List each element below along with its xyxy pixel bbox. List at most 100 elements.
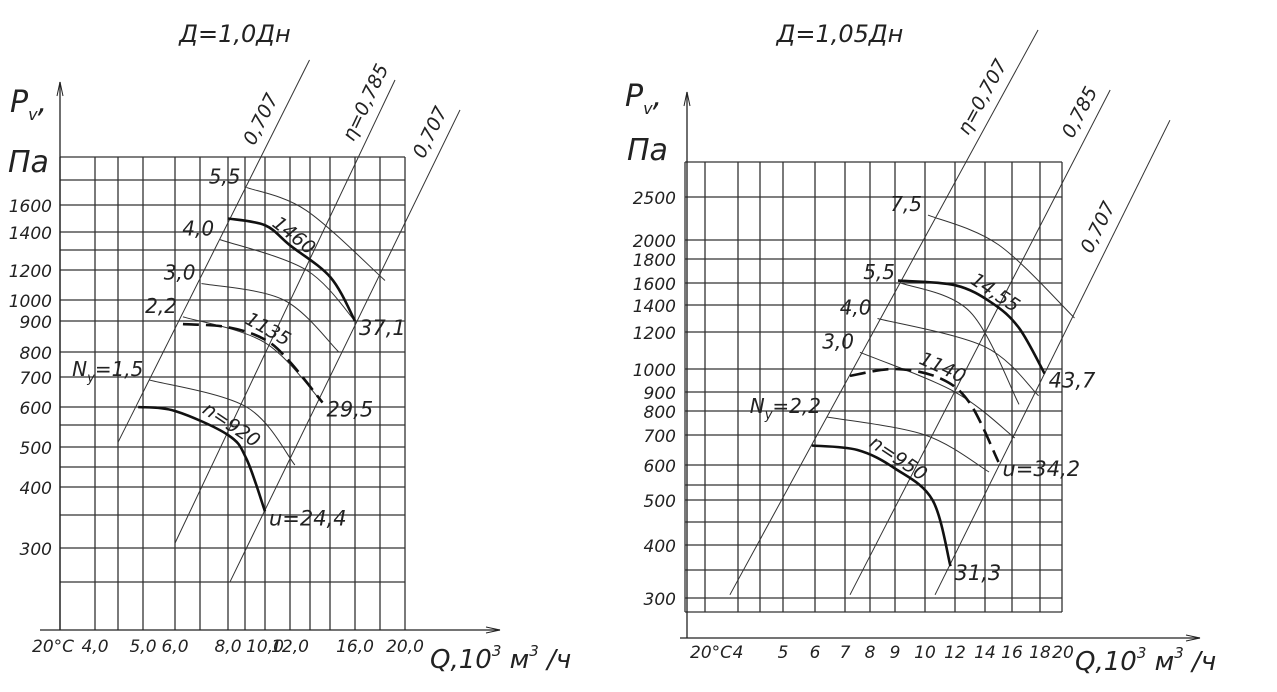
efficiency-line [849, 89, 1111, 596]
power-label: 3,0 [822, 329, 854, 353]
x-tick-label: 9 [890, 643, 901, 663]
y-tick-label: 600 [20, 399, 52, 419]
speed-label: 1140 [916, 348, 969, 388]
x-tick-label: 14 [974, 643, 996, 663]
x-tick-label: 10,0 [246, 637, 284, 657]
y-tick-label: 400 [20, 479, 52, 499]
x-axis-label: Q,103 м3 /ч [430, 642, 571, 675]
efficiency-label: η=0,707 [953, 56, 1012, 139]
efficiency-line [174, 79, 396, 544]
x-axis-label: Q,103 м3 /ч [1075, 644, 1216, 677]
power-curve [859, 351, 1016, 439]
y-axis-unit: Па [8, 145, 49, 180]
tip-speed-label: u=24,4 [269, 506, 347, 530]
efficiency-label: 0,707 [239, 90, 283, 148]
chart-title: Д=1,0Дн [178, 20, 290, 48]
y-tick-label: 300 [644, 590, 676, 610]
efficiency-line [729, 29, 1039, 596]
efficiency-label: 0,785 [1058, 83, 1102, 141]
y-tick-label: 800 [20, 344, 52, 364]
efficiency-line [934, 119, 1171, 596]
y-tick-label: 1000 [633, 361, 676, 381]
x-tick-label: 10 [914, 643, 936, 663]
power-label: 5,5 [209, 164, 241, 188]
chart-title: Д=1,05Дн [776, 20, 904, 48]
y-tick-label: 700 [20, 369, 52, 389]
power-curve [246, 186, 386, 281]
y-axis-label: Pv, [625, 79, 662, 118]
power-curve [927, 214, 1075, 319]
power-curve [900, 282, 1020, 405]
y-tick-label: 1600 [9, 197, 52, 217]
power-curve [201, 283, 340, 353]
x-origin-label: 20°C [32, 637, 74, 657]
grid [684, 161, 1063, 613]
y-tick-label: 2000 [633, 232, 676, 252]
speed-curve [182, 322, 324, 404]
y-tick-label: 800 [644, 403, 676, 423]
x-tick-label: 16 [1001, 643, 1023, 663]
speed-curve [849, 367, 1000, 463]
power-label: Ny=1,5 [72, 357, 143, 386]
x-tick-label: 4,0 [81, 637, 108, 657]
speed-label: 1460 [268, 212, 320, 259]
x-tick-label: 20,0 [386, 637, 424, 657]
x-tick-label: 7 [840, 643, 851, 663]
y-axis-arrow-icon [56, 81, 64, 97]
y-tick-label: 1400 [9, 224, 52, 244]
y-tick-label: 1000 [9, 292, 52, 312]
y-axis-unit: Па [627, 133, 668, 168]
x-tick-label: 16,0 [336, 637, 374, 657]
tip-speed-label: 37,1 [359, 316, 406, 340]
x-origin-label: 20°C [690, 643, 732, 663]
speed-curve [811, 444, 952, 567]
y-tick-label: 1600 [633, 275, 676, 295]
y-tick-label: 1200 [9, 262, 52, 282]
y-tick-label: 1400 [633, 297, 676, 317]
y-tick-label: 600 [644, 457, 676, 477]
speed-curve [897, 279, 1046, 375]
power-curve [149, 379, 296, 466]
y-tick-label: 300 [20, 540, 52, 560]
y-tick-label: 900 [20, 313, 52, 333]
tip-speed-label: 31,3 [955, 561, 1002, 585]
x-tick-label: 4 [733, 643, 744, 663]
grid [59, 156, 406, 630]
x-tick-label: 5,0 [129, 637, 156, 657]
x-tick-label: 20 [1052, 643, 1074, 663]
efficiency-label: 0,707 [409, 103, 453, 162]
power-curve [219, 239, 357, 323]
y-tick-label: 1800 [633, 251, 676, 271]
power-label: 4,0 [182, 217, 214, 241]
efficiency-label: 0,707 [1076, 198, 1120, 257]
y-axis-arrow-icon [683, 91, 691, 107]
tip-speed-label: u=34,2 [1003, 457, 1081, 481]
x-tick-label: 12,0 [271, 637, 309, 657]
y-tick-label: 700 [644, 427, 676, 447]
x-tick-label: 12 [944, 643, 966, 663]
y-tick-label: 1200 [633, 324, 676, 344]
power-label: 4,0 [840, 296, 872, 320]
y-tick-label: 900 [644, 384, 676, 404]
y-tick-label: 2500 [633, 189, 676, 209]
speed-curve [227, 217, 357, 322]
power-label: Ny=2,2 [750, 394, 821, 423]
power-label: 7,5 [890, 192, 922, 216]
y-tick-label: 500 [20, 439, 52, 459]
speed-label: n=950 [866, 432, 932, 486]
x-tick-label: 6 [810, 643, 821, 663]
power-label: 5,5 [863, 260, 895, 284]
x-tick-label: 18 [1029, 643, 1051, 663]
x-tick-label: 8 [865, 643, 876, 663]
y-tick-label: 500 [644, 492, 676, 512]
speed-curve [138, 405, 267, 512]
power-curve [877, 318, 1039, 397]
x-tick-label: 6,0 [161, 637, 188, 657]
x-axis-arrow-icon [485, 626, 501, 634]
y-axis-label: Pv, [10, 85, 47, 124]
efficiency-line [229, 109, 461, 583]
y-tick-label: 400 [644, 537, 676, 557]
power-label: 2,2 [145, 294, 177, 318]
